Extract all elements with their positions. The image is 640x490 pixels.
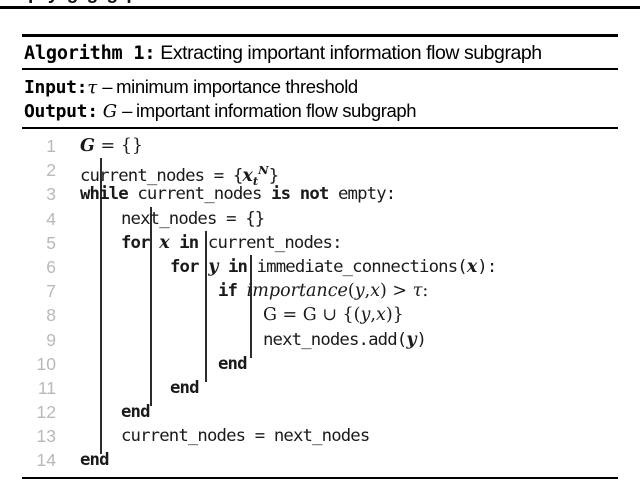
code-line-text: end: [218, 353, 248, 374]
input-symbol: τ: [87, 76, 98, 98]
algorithm-caption: Algorithm 1:Extracting important informa…: [22, 37, 618, 68]
code-line-text: while current_nodes is not empty:: [80, 184, 396, 205]
line-number: 4: [46, 208, 56, 229]
code-line: 7 if importance(y,x) > τ:: [22, 279, 618, 303]
code-line: 13 current_nodes = next_nodes: [22, 424, 618, 448]
line-number: 11: [37, 377, 56, 398]
code-line-text: current_nodes = {xtN}: [80, 163, 279, 189]
code-line: 8 G = G ∪ {(y,x)}: [22, 303, 618, 327]
algorithm-bottom-rule: [22, 476, 618, 480]
code-line: 12 end: [22, 400, 618, 424]
code-line: 10 end: [22, 352, 618, 376]
algorithm-io-block: Input:τ–minimum importance threshold Out…: [22, 70, 618, 128]
algorithm-caption-rule: [22, 67, 618, 70]
input-description: minimum importance threshold: [116, 75, 358, 97]
line-number: 9: [46, 329, 56, 350]
code-line-text: for y in immediate_connections(x):: [170, 256, 497, 277]
input-keyword: Input:: [24, 76, 88, 98]
algorithm-label: Algorithm 1:: [24, 42, 156, 64]
algorithm-title: Extracting important information flow su…: [160, 41, 542, 64]
code-line: 1 G = {}: [22, 134, 618, 158]
algorithm-input-line: Input:τ–minimum importance threshold: [24, 75, 618, 99]
output-keyword: Output:: [24, 100, 98, 122]
code-line-text: if importance(y,x) > τ:: [218, 281, 429, 302]
output-symbol: G: [102, 100, 118, 122]
code-line: 6 for y in immediate_connections(x):: [22, 255, 618, 279]
line-number: 3: [46, 184, 56, 205]
code-line-text: end: [80, 450, 110, 471]
code-line: 4 next_nodes = {}: [22, 207, 618, 231]
code-line-text: next_nodes.add(y): [263, 329, 427, 350]
code-line-text: next_nodes = {}: [121, 208, 265, 229]
line-number: 6: [46, 256, 56, 277]
truncated-text-remnant: p y g g g p: [0, 0, 640, 6]
code-line: 3 while current_nodes is not empty:: [22, 182, 618, 206]
code-line: 2 current_nodes = {xtN}: [22, 158, 618, 188]
line-number: 1: [46, 136, 56, 157]
algorithm-code-body: 1 G = {} 2 current_nodes = {xtN} 3 while…: [22, 129, 618, 477]
algorithm-block: Algorithm 1:Extracting important informa…: [22, 34, 618, 480]
page-top-rule: [0, 6, 640, 9]
algorithm-body-top-rule: [22, 127, 618, 130]
line-number: 12: [36, 402, 56, 423]
code-line-text: end: [121, 402, 151, 423]
code-line: 9 next_nodes.add(y): [22, 328, 618, 352]
line-number: 13: [36, 426, 56, 447]
code-line-text: current_nodes = next_nodes: [121, 426, 370, 447]
line-number: 7: [46, 281, 56, 302]
indent-guide-level-1: [100, 158, 102, 455]
line-number: 2: [46, 160, 56, 181]
code-line-text: end: [170, 377, 200, 398]
code-line-text: for x in current_nodes:: [121, 232, 343, 253]
code-line-text: G = G ∪ {(y,x)}: [263, 305, 404, 326]
indent-guide-level-3: [205, 231, 207, 383]
output-description: important information flow subgraph: [136, 99, 417, 121]
line-number: 10: [36, 353, 56, 374]
code-line: 11 end: [22, 376, 618, 400]
indent-guide-level-2: [150, 207, 152, 407]
algorithm-top-rule: [22, 34, 618, 37]
algorithm-output-line: Output:G–important information flow subg…: [24, 99, 618, 123]
truncated-text-glyphs: p y g g g p: [28, 0, 140, 5]
line-number: 8: [46, 305, 56, 326]
code-line: 5 for x in current_nodes:: [22, 231, 618, 255]
code-line-text: G = {}: [80, 136, 144, 157]
code-line: 14 end: [22, 448, 618, 472]
indent-guide-level-4: [250, 255, 252, 359]
line-number: 5: [46, 232, 56, 253]
output-dash: –: [122, 99, 133, 121]
line-number: 14: [36, 450, 56, 471]
input-dash: –: [102, 75, 113, 97]
